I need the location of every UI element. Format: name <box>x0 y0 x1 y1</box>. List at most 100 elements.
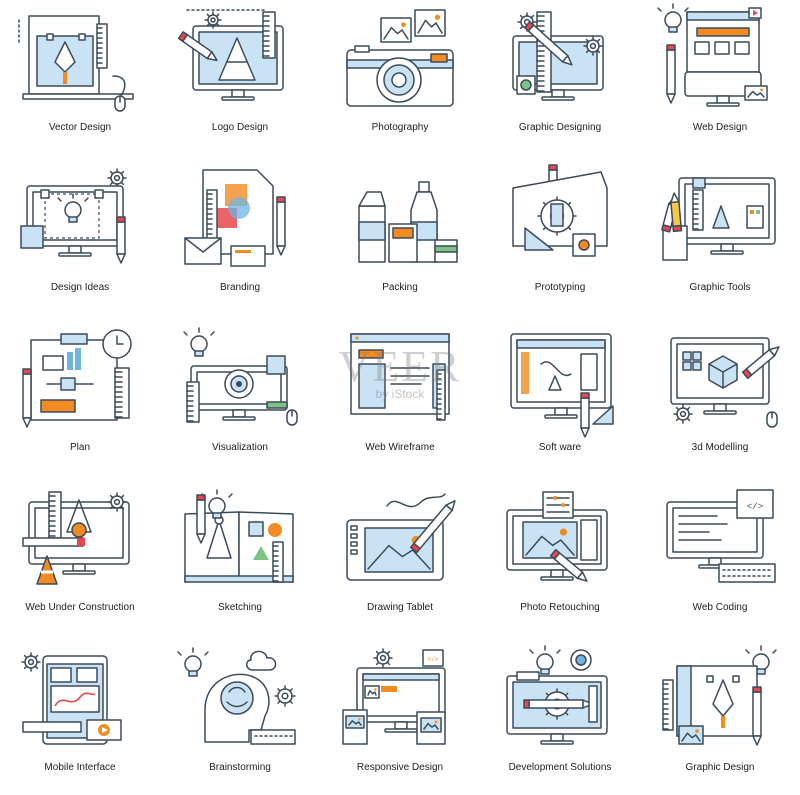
icon-frame <box>15 162 145 274</box>
photography-icon <box>346 9 454 107</box>
icon-label: Packing <box>382 282 418 293</box>
icon-frame <box>335 482 465 594</box>
drawing-tablet-icon <box>346 493 456 581</box>
icon-frame <box>655 322 785 434</box>
svg-text:</>: </> <box>428 656 439 663</box>
icon-cell-18: Photo Retouching <box>480 480 640 635</box>
icon-label: Web Under Construction <box>25 602 135 613</box>
icon-label: Branding <box>219 282 261 293</box>
icon-label: Visualization <box>212 442 268 453</box>
responsive-design-icon: </> <box>342 648 446 745</box>
icon-label: Sketching <box>218 602 262 613</box>
icon-label: Design Ideas <box>50 282 110 293</box>
icon-label: Soft ware <box>538 442 582 453</box>
web-design-icon <box>657 3 768 107</box>
icon-cell-4: Web Design <box>640 0 800 155</box>
brainstorming-icon <box>177 647 296 745</box>
icon-label: 3d Modelling <box>691 442 749 453</box>
graphic-tools-icon <box>661 177 776 261</box>
icon-frame <box>495 642 625 754</box>
icon-frame <box>15 642 145 754</box>
icon-label: Logo Design <box>211 122 269 133</box>
icon-cell-11: Visualization <box>160 320 320 475</box>
icon-cell-23: Development Solutions <box>480 640 640 795</box>
icon-frame <box>655 162 785 274</box>
icon-frame <box>175 642 305 754</box>
icon-label: Vector Design <box>48 122 112 133</box>
icon-cell-8: Prototyping <box>480 160 640 315</box>
icon-cell-21: Brainstorming <box>160 640 320 795</box>
software-icon <box>510 333 614 438</box>
icon-frame <box>495 2 625 114</box>
icon-label: Mobile Interface <box>44 762 116 773</box>
icon-frame <box>335 2 465 114</box>
icon-label: Development Solutions <box>508 762 612 773</box>
icon-cell-0: Vector Design <box>0 0 160 155</box>
icon-label: Responsive Design <box>356 762 444 773</box>
icon-label: Web Wireframe <box>365 442 435 453</box>
prototyping-icon <box>512 164 608 257</box>
icon-label: Graphic Design <box>685 762 755 773</box>
graphic-designing-icon <box>512 11 604 101</box>
icon-cell-15: Web Under Construction <box>0 480 160 635</box>
logo-design-icon <box>177 9 284 101</box>
icon-frame <box>175 162 305 274</box>
icon-grid: Vector Design Logo Design Photography <box>0 0 800 773</box>
icon-frame <box>495 322 625 438</box>
icon-cell-10: Plan <box>0 320 160 475</box>
mobile-interface-icon <box>21 652 122 745</box>
icon-label: Photo Retouching <box>520 602 600 613</box>
icon-label: Web Design <box>692 122 748 133</box>
icon-frame <box>15 2 145 114</box>
icon-cell-2: Photography <box>320 0 480 155</box>
icon-cell-13: Soft ware <box>480 320 640 475</box>
icon-frame <box>495 482 625 594</box>
icon-cell-3: Graphic Designing <box>480 0 640 155</box>
vector-design-icon <box>18 15 134 112</box>
plan-icon <box>22 329 132 428</box>
icon-frame <box>175 482 305 594</box>
icon-label: Brainstorming <box>209 762 271 773</box>
icon-label: Graphic Designing <box>518 122 602 133</box>
icon-frame <box>175 322 305 434</box>
icon-frame <box>15 322 145 434</box>
icon-cell-17: Drawing Tablet <box>320 480 480 635</box>
icon-cell-9: Graphic Tools <box>640 160 800 315</box>
icon-label: Plan <box>69 442 90 453</box>
icon-cell-7: Packing <box>320 160 480 315</box>
icon-frame <box>655 2 785 114</box>
visualization-icon <box>183 327 298 426</box>
3d-modelling-icon <box>670 337 780 428</box>
graphic-design-icon <box>662 645 777 746</box>
icon-label: Photography <box>371 122 429 133</box>
icon-frame: </> <box>655 482 785 594</box>
icon-label: Prototyping <box>534 282 586 293</box>
icon-label: Drawing Tablet <box>367 602 433 613</box>
icon-frame <box>655 642 785 754</box>
icon-label: Graphic Tools <box>689 282 751 293</box>
web-under-construction-icon <box>22 491 130 585</box>
svg-text:</>: </> <box>747 502 763 512</box>
web-coding-icon: </> <box>666 489 776 583</box>
development-solutions-icon <box>506 645 608 745</box>
icon-frame <box>495 162 625 274</box>
branding-icon <box>184 169 286 267</box>
icon-cell-5: Design Ideas <box>0 160 160 315</box>
icon-cell-6: Branding <box>160 160 320 315</box>
icon-cell-19: </> Web Coding <box>640 480 800 635</box>
icon-cell-14: 3d Modelling <box>640 320 800 475</box>
icon-cell-24: Graphic Design <box>640 640 800 795</box>
photo-retouching-icon <box>506 491 608 582</box>
sketching-icon <box>184 489 294 583</box>
icon-frame <box>335 162 465 274</box>
icon-frame: </> <box>335 642 465 754</box>
icon-cell-22: </> Responsive Design <box>320 640 480 795</box>
icon-frame <box>175 2 305 114</box>
web-wireframe-icon <box>350 333 450 421</box>
icon-cell-20: Mobile Interface <box>0 640 160 795</box>
icon-cell-16: Sketching <box>160 480 320 635</box>
packing-icon <box>358 181 458 263</box>
icon-frame <box>15 482 145 594</box>
icon-label: Web Coding <box>692 602 748 613</box>
icon-frame <box>335 322 465 434</box>
